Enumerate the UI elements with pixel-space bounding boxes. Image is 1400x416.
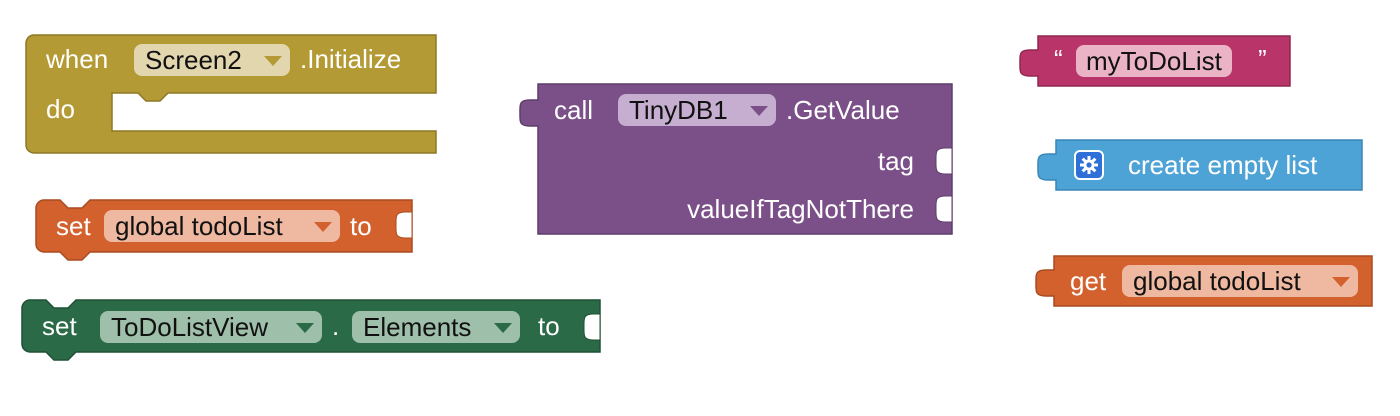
event-name: .Initialize xyxy=(300,44,402,74)
chevron-down-icon[interactable] xyxy=(264,56,282,66)
text-string-block[interactable]: “ myToDoList ” xyxy=(1018,35,1292,88)
gear-icon[interactable] xyxy=(1074,150,1104,180)
tinydb-getvalue-block[interactable]: call TinyDB1 .GetValue tag valueIfTagNot… xyxy=(518,83,954,236)
close-quote: ” xyxy=(1258,44,1267,74)
get-label: get xyxy=(1070,266,1107,296)
create-empty-list-block[interactable]: create empty list xyxy=(1036,139,1364,192)
when-screen-initialize-block[interactable]: when Screen2 .Initialize do xyxy=(25,34,438,155)
get-global-variable-block[interactable]: get global todoList xyxy=(1034,255,1374,308)
text-value-field[interactable]: myToDoList xyxy=(1076,45,1232,77)
method-name: .GetValue xyxy=(786,95,900,125)
open-quote: “ xyxy=(1054,44,1063,74)
dot-label: . xyxy=(332,311,340,341)
chevron-down-icon[interactable] xyxy=(750,106,768,116)
list-block-shape xyxy=(1037,139,1363,191)
variable-dropdown[interactable]: global todoList xyxy=(104,210,340,242)
set-label: set xyxy=(56,211,91,241)
when-label: when xyxy=(46,44,109,74)
component-name: Screen2 xyxy=(145,45,242,75)
variable-name: global todoList xyxy=(115,211,283,241)
chevron-down-icon[interactable] xyxy=(1332,277,1350,287)
set-global-variable-block[interactable]: set global todoList to xyxy=(35,199,416,261)
variable-name: global todoList xyxy=(1133,266,1301,296)
value-if-tag-not-there-label: valueIfTagNotThere xyxy=(687,194,914,224)
event-block-shape xyxy=(25,34,437,154)
component-dropdown[interactable]: ToDoListView xyxy=(100,311,322,343)
property-dropdown[interactable]: Elements xyxy=(352,311,520,343)
set-label: set xyxy=(42,311,77,341)
to-label: to xyxy=(350,211,372,241)
tag-socket-label: tag xyxy=(877,146,914,176)
component-name: TinyDB1 xyxy=(629,95,728,125)
component-dropdown[interactable]: TinyDB1 xyxy=(618,94,776,126)
variable-dropdown[interactable]: global todoList xyxy=(1122,265,1358,297)
chevron-down-icon[interactable] xyxy=(494,323,512,333)
chevron-down-icon[interactable] xyxy=(314,222,332,232)
create-empty-list-label: create empty list xyxy=(1128,150,1318,180)
component-name: ToDoListView xyxy=(111,312,269,342)
do-label: do xyxy=(46,94,75,124)
call-label: call xyxy=(554,95,594,125)
set-component-property-block[interactable]: set ToDoListView . Elements to xyxy=(21,299,602,361)
to-label: to xyxy=(538,311,560,341)
property-name: Elements xyxy=(363,312,472,342)
chevron-down-icon[interactable] xyxy=(296,323,314,333)
component-dropdown[interactable]: Screen2 xyxy=(134,44,290,76)
